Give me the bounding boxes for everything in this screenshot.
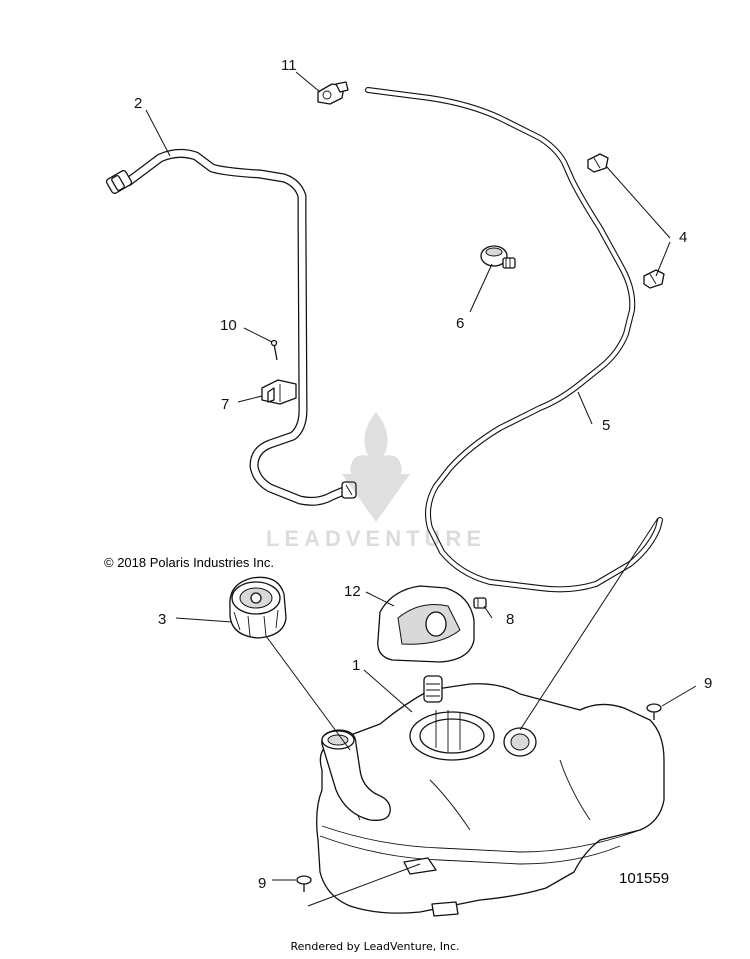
- watermark-text: LEADVENTURE: [265, 526, 486, 551]
- leader-lines: [145, 71, 697, 907]
- callout-11: 11: [281, 57, 297, 74]
- callout-7: 7: [221, 396, 229, 413]
- footer-credit: Rendered by LeadVenture, Inc.: [290, 940, 460, 953]
- callout-9-lower: 9: [258, 875, 266, 892]
- callout-5: 5: [602, 417, 610, 434]
- callout-12: 12: [344, 583, 361, 600]
- callout-2: 2: [134, 95, 142, 112]
- callout-1: 1: [352, 657, 360, 674]
- copyright-notice: © 2018 Polaris Industries Inc.: [104, 555, 274, 570]
- callout-3: 3: [158, 611, 166, 628]
- clip-part-11[interactable]: [317, 81, 349, 105]
- valve-part-6[interactable]: [480, 245, 516, 269]
- callout-10: 10: [220, 317, 237, 334]
- clip-part-4-lower[interactable]: [643, 269, 665, 289]
- connector-part-8[interactable]: [473, 597, 487, 609]
- leadventure-logo-icon: [342, 412, 410, 522]
- fuel-cap-part-3[interactable]: [229, 576, 287, 639]
- rivet-part-9-lower[interactable]: [296, 875, 312, 892]
- clip-part-4-upper[interactable]: [587, 153, 609, 173]
- pin-part-10[interactable]: [270, 339, 278, 361]
- leadventure-watermark: LEADVENTURE: [246, 404, 506, 554]
- fuel-line-part-2[interactable]: [105, 148, 357, 506]
- callout-9-upper: 9: [704, 675, 712, 692]
- vent-line-part-5[interactable]: [365, 87, 663, 593]
- diagram-number: 101559: [619, 870, 670, 887]
- callout-8: 8: [506, 611, 514, 628]
- bracket-part-7[interactable]: [261, 379, 297, 405]
- pump-cover-part-12[interactable]: [377, 585, 475, 663]
- rivet-part-9-upper[interactable]: [646, 703, 662, 720]
- fuel-tank-part-1[interactable]: [316, 675, 665, 917]
- callout-4: 4: [679, 229, 687, 246]
- callout-6: 6: [456, 315, 464, 332]
- callouts: 2 11 4 6 10 7 5 3 12 8 1 9 9: [134, 57, 712, 892]
